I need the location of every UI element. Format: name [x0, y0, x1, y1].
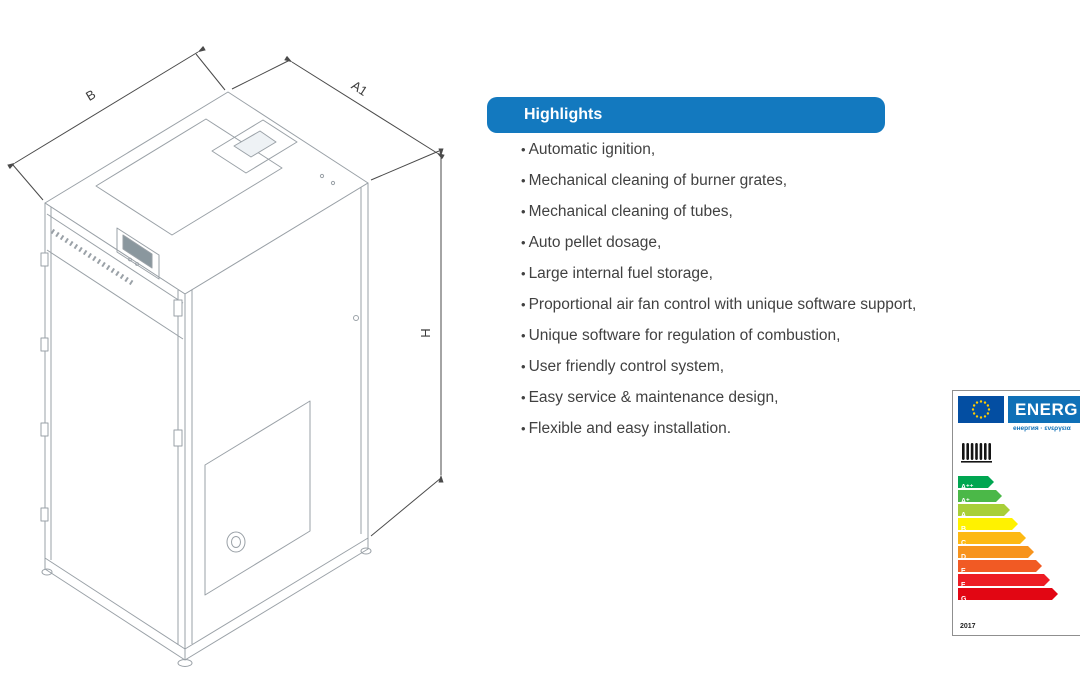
energy-class-label: E [961, 568, 966, 575]
dimension-label-a1: A1 [349, 78, 371, 99]
highlight-item: •Large internal fuel storage, [521, 258, 916, 289]
highlight-item: •Unique software for regulation of combu… [521, 320, 916, 351]
highlight-item: •Proportional air fan control with uniqu… [521, 289, 916, 320]
energy-class-arrow: A [958, 504, 1010, 516]
highlight-text: Mechanical cleaning of burner grates, [528, 172, 788, 189]
highlight-item: •Mechanical cleaning of tubes, [521, 196, 916, 227]
energy-label-year: 2017 [960, 623, 976, 630]
highlight-text: Large internal fuel storage, [528, 265, 713, 282]
energy-class-label: G [961, 596, 967, 603]
highlight-text: Automatic ignition, [528, 141, 656, 158]
highlights-title: Highlights [524, 106, 603, 123]
energy-class-label: A [961, 512, 967, 519]
bullet: • [521, 390, 526, 405]
radiator-icon [961, 443, 992, 463]
dimension-label-b: B [83, 86, 98, 103]
energy-brand: ENERG [1008, 396, 1080, 423]
bullet: • [521, 173, 526, 188]
energy-class-arrow: A⁺ [958, 490, 1002, 502]
dimension-label-h: H [418, 328, 433, 337]
highlight-item: •Auto pellet dosage, [521, 227, 916, 258]
highlight-text: Unique software for regulation of combus… [528, 327, 841, 344]
energy-class-arrow: A⁺⁺ [958, 476, 994, 488]
eu-flag [958, 396, 1004, 423]
energy-class-arrow: D [958, 546, 1034, 558]
energy-class-label: A⁺⁺ [961, 484, 974, 491]
highlight-text: Mechanical cleaning of tubes, [528, 203, 733, 220]
highlights-banner: Highlights [487, 97, 885, 133]
highlight-text: Auto pellet dosage, [528, 234, 662, 251]
boiler-drawing: B A1 H [7, 45, 445, 667]
highlights-list: •Automatic ignition, •Mechanical cleanin… [521, 134, 916, 444]
energy-class-label: F [961, 582, 966, 589]
energy-class-arrow: C [958, 532, 1026, 544]
energy-class-arrow: G [958, 588, 1058, 600]
highlight-item: •Mechanical cleaning of burner grates, [521, 165, 916, 196]
energy-class-label: D [961, 554, 967, 561]
bullet: • [521, 421, 526, 436]
energy-class-scale: A⁺⁺ A⁺ A B C D E F G [958, 476, 1080, 600]
highlight-text: User friendly control system, [528, 358, 725, 375]
highlight-text: Easy service & maintenance design, [528, 389, 779, 406]
energy-class-arrow: F [958, 574, 1050, 586]
highlight-item: •Automatic ignition, [521, 134, 916, 165]
energy-class-arrow: B [958, 518, 1018, 530]
bullet: • [521, 328, 526, 343]
highlight-item: •Easy service & maintenance design, [521, 382, 916, 413]
energy-label: ENERG енергия · ενεργεια A⁺⁺ A⁺ A B C D … [952, 390, 1080, 636]
energy-class-label: C [961, 540, 967, 547]
energy-class-arrow: E [958, 560, 1042, 572]
bullet: • [521, 204, 526, 219]
top-display-screen [233, 130, 277, 158]
bullet: • [521, 142, 526, 157]
bullet: • [521, 266, 526, 281]
energy-subtitle: енергия · ενεργεια [1013, 425, 1071, 432]
control-display [116, 227, 160, 280]
energy-label-header: ENERG [958, 396, 1080, 423]
energy-class-label: B [961, 526, 967, 533]
highlight-item: •User friendly control system, [521, 351, 916, 382]
highlight-text: Proportional air fan control with unique… [528, 296, 917, 313]
dimension-lines [7, 45, 445, 537]
bullet: • [521, 359, 526, 374]
boiler-body [40, 91, 372, 667]
bullet: • [521, 235, 526, 250]
energy-class-label: A⁺ [961, 498, 970, 505]
highlight-item: •Flexible and easy installation. [521, 413, 916, 444]
bullet: • [521, 297, 526, 312]
highlight-text: Flexible and easy installation. [528, 420, 732, 437]
